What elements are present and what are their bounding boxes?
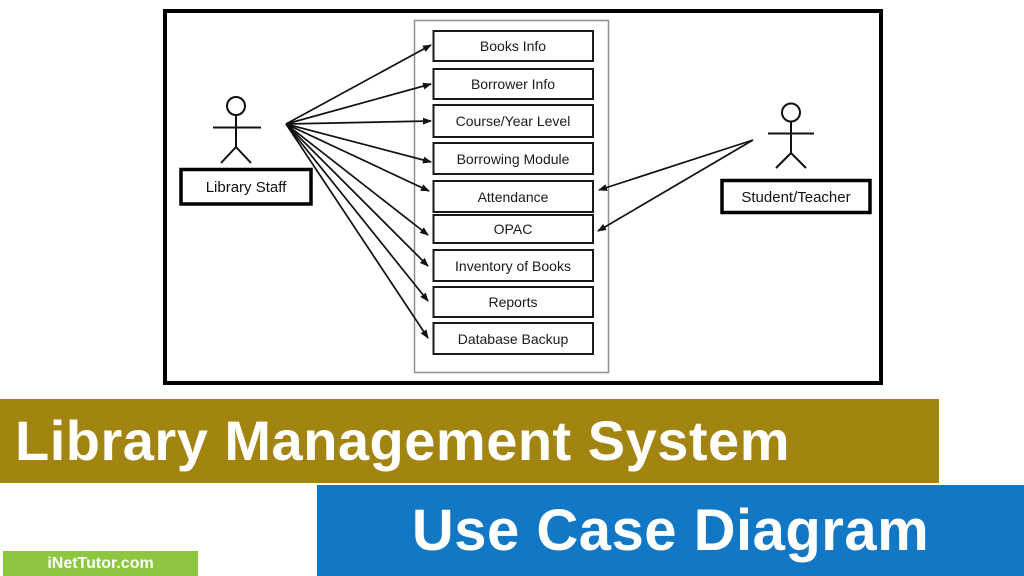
use-case-box: Attendance bbox=[432, 180, 594, 213]
use-case-box: Course/Year Level bbox=[432, 104, 594, 138]
use-case-box: Borrower Info bbox=[432, 68, 594, 100]
watermark-text: iNetTutor.com bbox=[47, 555, 154, 572]
use-case-label: Reports bbox=[488, 294, 537, 310]
use-case-rect bbox=[432, 104, 594, 138]
actor-library-staff bbox=[213, 96, 261, 164]
use-case-box: Borrowing Module bbox=[432, 142, 594, 175]
actor-name: Library Staff bbox=[206, 179, 287, 196]
actor-library-staff-label: Library Staff bbox=[179, 167, 313, 206]
arrow-staff-borrower-info bbox=[285, 82, 432, 125]
use-case-label: Inventory of Books bbox=[455, 258, 571, 274]
actor-right-leg bbox=[790, 152, 807, 169]
watermark-badge: iNetTutor.com bbox=[3, 551, 198, 576]
subtitle-text: Use Case Diagram bbox=[411, 498, 930, 563]
actor-head bbox=[781, 102, 801, 123]
use-case-rect bbox=[432, 30, 594, 62]
use-case-label: Attendance bbox=[478, 189, 549, 205]
use-case-rect bbox=[432, 286, 594, 318]
use-case-label: Database Backup bbox=[458, 331, 569, 347]
actor-name: Student/Teacher bbox=[741, 189, 850, 206]
arrow-staff-borrowing-module bbox=[285, 123, 432, 164]
actor-head bbox=[226, 96, 246, 116]
title-banner: Library Management System bbox=[0, 399, 939, 483]
arrow-staff-course-year bbox=[285, 117, 432, 125]
use-case-box: Books Info bbox=[432, 30, 594, 62]
use-case-rect bbox=[432, 142, 594, 175]
arrow-staff-opac bbox=[285, 123, 429, 236]
use-case-box: Reports bbox=[432, 286, 594, 318]
use-case-rect bbox=[432, 68, 594, 100]
arrow-staff-books-info bbox=[285, 44, 432, 125]
actor-right-leg bbox=[235, 146, 252, 164]
use-case-label: Course/Year Level bbox=[456, 113, 571, 129]
library-staff-associations bbox=[285, 44, 432, 339]
arrow-staff-database-backup bbox=[285, 123, 429, 339]
use-case-rect bbox=[432, 214, 594, 244]
student-teacher-associations bbox=[597, 139, 754, 232]
use-case-label: Borrowing Module bbox=[457, 151, 570, 167]
actor-student-teacher-label: Student/Teacher bbox=[720, 178, 872, 215]
actor-left-leg bbox=[220, 146, 237, 164]
arrow-student-opac bbox=[597, 139, 754, 232]
use-case-rect bbox=[432, 249, 594, 282]
use-case-rect bbox=[432, 322, 594, 355]
arrow-staff-attendance bbox=[285, 123, 430, 192]
actor-label-box bbox=[179, 167, 313, 206]
title-text: Library Management System bbox=[15, 409, 790, 472]
use-case-box: Database Backup bbox=[432, 322, 594, 355]
use-case-box: Inventory of Books bbox=[432, 249, 594, 282]
arrow-staff-reports bbox=[285, 123, 429, 302]
actor-student-teacher bbox=[768, 102, 814, 169]
use-case-box: OPAC bbox=[432, 214, 594, 244]
actor-label-box bbox=[720, 178, 872, 215]
use-case-list: Books Info Borrower Info Course/Year Lev… bbox=[432, 30, 594, 355]
subtitle-banner: Use Case Diagram bbox=[317, 485, 1024, 576]
arrow-staff-inventory bbox=[285, 123, 429, 267]
use-case-label: Borrower Info bbox=[471, 76, 555, 92]
use-case-rect bbox=[432, 180, 594, 213]
use-case-diagram-canvas: Books Info Borrower Info Course/Year Lev… bbox=[163, 9, 883, 385]
arrow-student-attendance bbox=[598, 139, 754, 191]
use-case-label: Books Info bbox=[480, 38, 546, 54]
use-case-label: OPAC bbox=[494, 221, 533, 237]
actor-left-leg bbox=[775, 152, 792, 169]
